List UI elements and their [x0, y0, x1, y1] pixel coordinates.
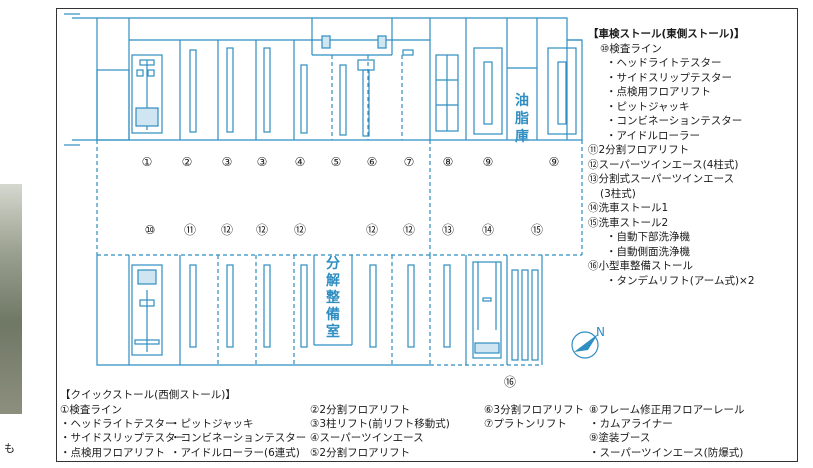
- east-legend-item: ⑩検査ライン: [600, 42, 662, 55]
- west-legend-item: ③3柱リフト(前リフト移動式): [310, 418, 450, 431]
- stall-number: ⑭: [482, 223, 494, 237]
- outer-border: [56, 8, 798, 462]
- west-legend-item: ①検査ライン: [60, 404, 122, 416]
- east-legend-item: ⑯小型車整備ストール: [588, 260, 693, 272]
- west-legend-item: ・スーパーツインエース(防爆式): [589, 446, 744, 459]
- west-legend-title: 【クイックストール(西側ストール)】: [60, 389, 236, 401]
- maintenance-room-char: 備: [326, 306, 340, 323]
- west-legend-item: ⑦プラトンリフト: [484, 418, 567, 431]
- stall-number: ⑫: [221, 223, 233, 237]
- stall-number: ⑩: [145, 223, 156, 237]
- west-legend-item: ・ヘッドライトテスター: [60, 418, 176, 431]
- stall-number: ④: [295, 155, 306, 169]
- east-legend-item: ・ピットジャッキ: [606, 100, 690, 113]
- west-legend-item: ・アイドルローラー(6連式): [170, 446, 300, 459]
- east-legend-item: ⑮洗車ストール2: [588, 216, 669, 229]
- stall-number: ③: [257, 155, 268, 169]
- stall-number: ⑬: [442, 223, 454, 237]
- west-legend-item: ・ピットジャッキ: [170, 418, 254, 431]
- west-legend-item: ⑨塗装ブース: [589, 432, 651, 445]
- west-legend-col1: ①検査ライン・ヘッドライトテスター・サイドスリップテスター・点検用フロアリフト: [60, 403, 186, 460]
- east-legend-item: ・ヘッドライトテスター: [606, 57, 722, 69]
- stall-number: ⑨: [549, 155, 560, 169]
- east-legend-item: ・コンビネーションテスター: [606, 115, 743, 127]
- maintenance-room-char: 整: [325, 289, 341, 306]
- stall-number: ⑪: [184, 223, 196, 237]
- west-legend-item: ・サイドスリップテスター: [60, 432, 186, 445]
- map-frame: N 油脂庫 分解整備室 ① ② ③ ③ ④ ⑤ ⑥ ⑦ ⑧ ⑨ ⑨ ⑩ ⑪ ⑫ ⑫ ⑫ ⑫ ⑫ ⑬ ⑭ ⑮ ⑯ 【車検…: [22, 0, 813, 468]
- west-legend-item: ④スーパーツインエース: [310, 432, 424, 445]
- oil-room-char: 脂: [514, 110, 529, 127]
- west-legend-col2: ・ピットジャッキ・コンビネーションテスター・アイドルローラー(6連式): [170, 403, 306, 460]
- east-legend-item: ⑬分割式スーパーツインエース: [588, 173, 735, 185]
- stall-number: ⑫: [294, 223, 306, 237]
- east-legend-item: ⑭洗車ストール1: [588, 202, 669, 214]
- stall-number: ⑫: [256, 223, 268, 237]
- west-legend-item: [170, 403, 306, 417]
- stall-number: ⑨: [483, 155, 494, 169]
- stall-number: ⑫: [403, 223, 415, 237]
- compass-icon: [571, 331, 599, 359]
- maintenance-room-char: 分: [326, 256, 340, 272]
- maintenance-room-char: 室: [326, 323, 340, 340]
- oil-room-char: 庫: [515, 128, 529, 145]
- east-legend-item: ・自動側面洗浄機: [606, 245, 690, 258]
- west-legend-item: ・カムアライナー: [589, 418, 673, 431]
- building-top-wall: [72, 17, 568, 140]
- stall-number: ⑮: [531, 223, 543, 237]
- maintenance-room-char: 解: [326, 272, 340, 289]
- east-legend-item: ・アイドルローラー: [606, 129, 700, 142]
- west-legend-item: ⑥3分割フロアリフト: [484, 404, 585, 416]
- west-legend-item: ⑧フレーム修正用フロアーレール: [589, 404, 745, 416]
- compass-label: N: [596, 325, 605, 339]
- stall-number: ⑧: [443, 155, 454, 169]
- west-legend-item: ②2分割フロアリフト: [310, 404, 411, 416]
- stall-number: ⑤: [331, 155, 342, 169]
- east-legend-item: ・点検用フロアリフト: [606, 86, 711, 98]
- west-legend-item: ・コンビネーションテスター: [170, 432, 307, 445]
- west-legend-item: ⑤2分割フロアリフト: [310, 446, 411, 459]
- side-photo: [0, 184, 22, 414]
- oil-room-label: 油脂庫: [514, 92, 529, 145]
- stall-number-16: ⑯: [504, 375, 516, 389]
- stall-number: ⑫: [366, 223, 378, 237]
- stall-number: ①: [142, 155, 153, 169]
- stall-number: ②: [182, 155, 193, 169]
- east-legend-item: (3柱式): [600, 187, 636, 200]
- mid-stall-numbers: ⑩ ⑪ ⑫ ⑫ ⑫ ⑫ ⑫ ⑬ ⑭ ⑮: [145, 223, 543, 237]
- east-legend-item: ⑫スーパーツインエース(4柱式): [588, 158, 739, 171]
- stall-number: ③: [222, 155, 233, 169]
- east-legend-item: ・タンデムリフト(アーム式)×2: [606, 274, 755, 287]
- east-legend-item: ⑪2分割フロアリフト: [588, 144, 690, 156]
- east-legend-item: ・自動下部洗浄機: [606, 231, 690, 243]
- east-legend-item: ・サイドスリップテスター: [606, 71, 732, 84]
- stall-number: ⑦: [404, 155, 415, 169]
- east-legend-title: 【車検ストール(東側ストール)】: [588, 28, 745, 40]
- west-legend-item: ・点検用フロアリフト: [60, 446, 165, 459]
- side-text-fragment: も: [4, 442, 15, 455]
- top-stall-numbers: ① ② ③ ③ ④ ⑤ ⑥ ⑦ ⑧ ⑨ ⑨: [142, 155, 560, 169]
- oil-room-char: 油: [515, 92, 529, 109]
- east-legend: 【車検ストール(東側ストール)】 ⑩検査ライン・ヘッドライトテスター・サイドスリ…: [588, 27, 755, 288]
- stall-number: ⑥: [367, 155, 378, 169]
- west-legend-col4: ⑥3分割フロアリフト ⑦プラトンリフト: [484, 403, 584, 431]
